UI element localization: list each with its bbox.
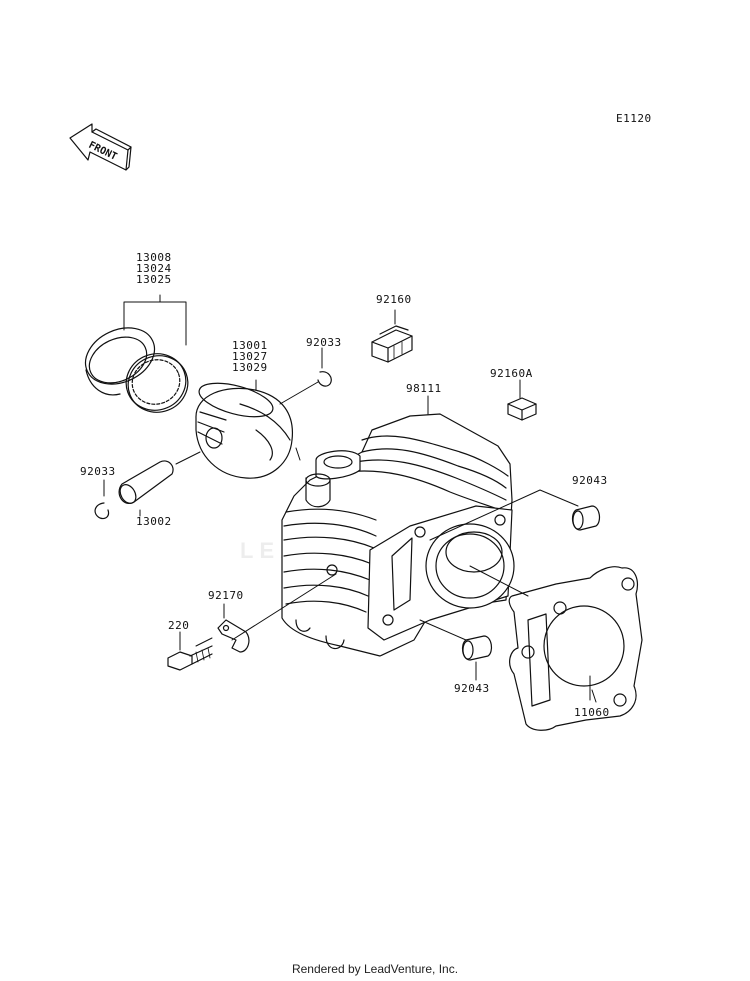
cylinder-block: [281, 413, 515, 657]
label-damper-rubber: 92160: [376, 293, 412, 306]
cylinder-head-gasket: [508, 566, 643, 731]
part-number-13001: 13001: [232, 339, 268, 352]
label-damper-small: 92160A: [490, 367, 533, 380]
label-bolt: 220: [168, 619, 190, 632]
circlip-right-icon: [279, 371, 332, 405]
clamp-92170: [217, 619, 250, 653]
piston-ring-oil: [125, 353, 189, 413]
piston: [195, 382, 294, 479]
diagram-code: E1120: [616, 112, 652, 125]
label-clamp: 92170: [208, 589, 244, 602]
label-dowel-upper: 92043: [572, 474, 608, 487]
label-ring-set: 13008 13024 13025: [136, 252, 172, 285]
front-arrow-icon: FRONT: [69, 123, 132, 171]
label-dowel-lower: 92043: [454, 682, 490, 695]
footer-credit: Rendered by LeadVenture, Inc.: [291, 962, 459, 976]
part-number-13024: 13024: [136, 262, 172, 275]
piston-ring-top: [84, 327, 156, 396]
part-number-13027: 13027: [232, 350, 268, 363]
dowel-pin-upper: [571, 505, 601, 531]
part-number-13025: 13025: [136, 273, 172, 286]
label-piston-pin: 13002: [136, 515, 172, 528]
label-piston: 13001 13027 13029: [232, 340, 268, 373]
label-circlip-right: 92033: [306, 336, 342, 349]
label-circlip-left: 92033: [80, 465, 116, 478]
dowel-pin-lower: [461, 635, 493, 661]
bolt-220-icon: [167, 645, 213, 671]
damper-rubber-92160A: [507, 397, 537, 421]
part-number-13008: 13008: [136, 251, 172, 264]
part-number-13029: 13029: [232, 361, 268, 374]
label-cylinder: 98111: [406, 382, 442, 395]
damper-rubber-92160: [371, 325, 413, 363]
circlip-left-icon: [94, 502, 110, 520]
label-gasket: 11060: [574, 706, 610, 719]
piston-pin: [118, 451, 201, 504]
